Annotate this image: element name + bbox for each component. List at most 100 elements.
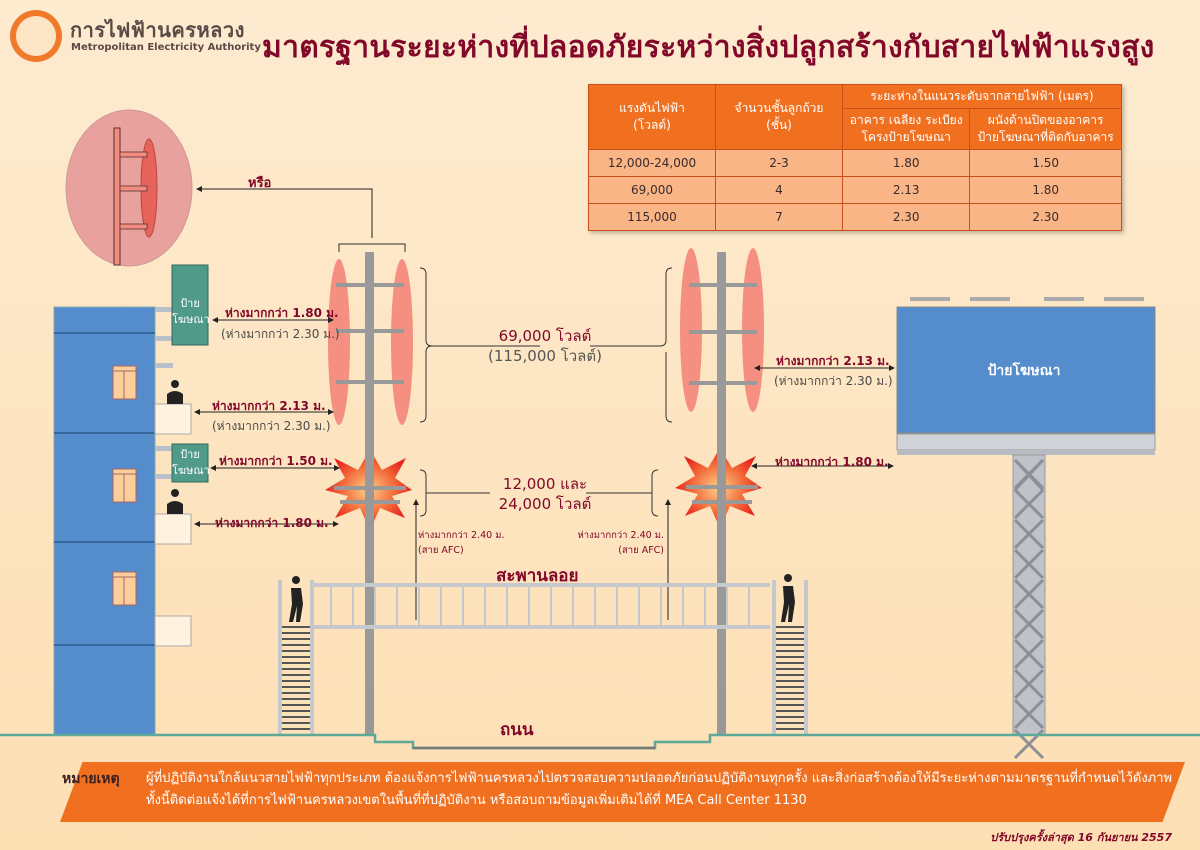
left-pole <box>325 252 413 736</box>
stair-step <box>282 626 310 628</box>
zoom-detail-circle <box>65 109 193 267</box>
bridge-rail <box>484 587 486 625</box>
org-name-en: Metropolitan Electricity Authority <box>71 42 261 53</box>
or-arrow <box>196 186 373 238</box>
bridge-rail <box>462 587 464 625</box>
bridge-rail <box>550 587 552 625</box>
bridge-rail <box>374 587 376 625</box>
stair-step <box>282 656 310 658</box>
stair-step <box>282 644 310 646</box>
or-label: หรือ <box>248 176 272 191</box>
stair-step <box>776 638 804 640</box>
bridge-rail <box>704 587 706 625</box>
stair-step <box>776 674 804 676</box>
stair-step <box>282 674 310 676</box>
bridge-rail <box>440 587 442 625</box>
truss-brace <box>1013 638 1045 670</box>
bridge-rail <box>528 587 530 625</box>
bridge-rail <box>396 587 398 625</box>
right-low-distance: ห่างมากกว่า 1.80 ม. <box>775 455 889 469</box>
stair-step <box>282 692 310 694</box>
left-low-balcony-distance: ห่างมากกว่า 1.80 ม. <box>215 516 329 530</box>
stair-step <box>282 710 310 712</box>
stair-step <box>776 650 804 652</box>
stair-step <box>776 692 804 694</box>
truss-brace <box>1013 548 1045 580</box>
left-sign-small <box>171 443 209 483</box>
last-updated: ปรับปรุงครั้งล่าสุด 16 กันยายน 2557 <box>990 831 1172 844</box>
truss-brace <box>1013 488 1045 520</box>
bridge-rail <box>594 587 596 625</box>
left-sign-large <box>171 264 209 346</box>
stair-step <box>776 716 804 718</box>
left-building <box>53 264 209 736</box>
logo-emblem-icon <box>10 10 62 62</box>
truss-brace <box>1013 458 1045 490</box>
stair-step <box>282 638 310 640</box>
stair-step <box>282 680 310 682</box>
stair-step <box>776 728 804 730</box>
truss-brace <box>1013 698 1045 730</box>
left-small-sign-distance: ห่างมากกว่า 1.50 ม. <box>219 454 333 468</box>
right-billboard-distance: ห่างมากกว่า 2.13 ม. <box>776 354 890 368</box>
left-small-sign-label: ป้ายโฆษณา <box>172 448 210 477</box>
bridge-rail <box>726 587 728 625</box>
stair-step <box>776 644 804 646</box>
stair-step <box>282 716 310 718</box>
left-balcony-distance-alt: (ห่างมากกว่า 2.30 ม.) <box>212 419 331 433</box>
right-billboard-distance-alt: (ห่างมากกว่า 2.30 ม.) <box>774 374 893 388</box>
header-distance-group: ระยะห่างในแนวระดับจากสายไฟฟ้า (เมตร) <box>842 84 1122 109</box>
truss-brace <box>1013 668 1045 700</box>
bridge-rail <box>660 587 662 625</box>
stair-step <box>776 662 804 664</box>
note-text: ผู้ที่ปฏิบัติงานใกล้แนวสายไฟฟ้าทุกประเภท… <box>146 771 1173 808</box>
walker-icon <box>781 574 795 622</box>
bridge-rail <box>418 587 420 625</box>
truss-brace <box>1013 518 1045 550</box>
walker-icon <box>289 576 303 622</box>
bridge-rail <box>506 587 508 625</box>
stair-step <box>282 728 310 730</box>
stair-step <box>282 632 310 634</box>
person-icon <box>167 489 183 514</box>
right-pole <box>675 248 764 736</box>
note-heading: หมายเหตุ <box>62 771 120 787</box>
org-name-th: การไฟฟ้านครหลวง <box>70 18 245 42</box>
left-balcony-distance: ห่างมากกว่า 2.13 ม. <box>212 399 326 413</box>
stair-step <box>776 710 804 712</box>
page-title: มาตรฐานระยะห่างที่ปลอดภัยระหว่างสิ่งปลูก… <box>262 30 1155 65</box>
clearance-table: แรงดันไฟฟ้า(โวลต์) จำนวนชั้นลูกถ้วย(ชั้น… <box>588 84 1122 231</box>
mea-logo: การไฟฟ้านครหลวง Metropolitan Electricity… <box>10 8 261 64</box>
stair-step <box>776 656 804 658</box>
stair-step <box>282 662 310 664</box>
left-sign-label: ป้ายโฆษณา <box>172 297 210 326</box>
stair-step <box>776 680 804 682</box>
bracket-top <box>338 243 406 252</box>
note-banner <box>60 762 1185 822</box>
truss-brace <box>1013 608 1045 640</box>
pedestrian-bridge <box>278 574 808 736</box>
stair-step <box>776 632 804 634</box>
afc-right-label: ห่างมากกว่า 2.40 ม.(สาย AFC) <box>577 530 664 556</box>
header-voltage: แรงดันไฟฟ้า(โวลต์) <box>588 84 716 150</box>
billboard-label: ป้ายโฆษณา <box>987 363 1061 379</box>
afc-left-label: ห่างมากกว่า 2.40 ม.(สาย AFC) <box>418 530 505 556</box>
stair-step <box>282 698 310 700</box>
header-insulators: จำนวนชั้นลูกถ้วย(ชั้น) <box>715 84 843 150</box>
bridge-rail <box>330 587 332 625</box>
truss-brace <box>1013 578 1045 610</box>
bridge-rail <box>682 587 684 625</box>
bridge-rail <box>748 587 750 625</box>
stair-step <box>776 722 804 724</box>
stair-step <box>776 698 804 700</box>
stair-step <box>282 704 310 706</box>
bridge-rail <box>638 587 640 625</box>
high-voltage-label: 69,000 โวลต์(115,000 โวลต์) <box>488 327 602 365</box>
road-label: ถนน <box>500 720 534 740</box>
stair-step <box>776 668 804 670</box>
bridge-rail <box>572 587 574 625</box>
